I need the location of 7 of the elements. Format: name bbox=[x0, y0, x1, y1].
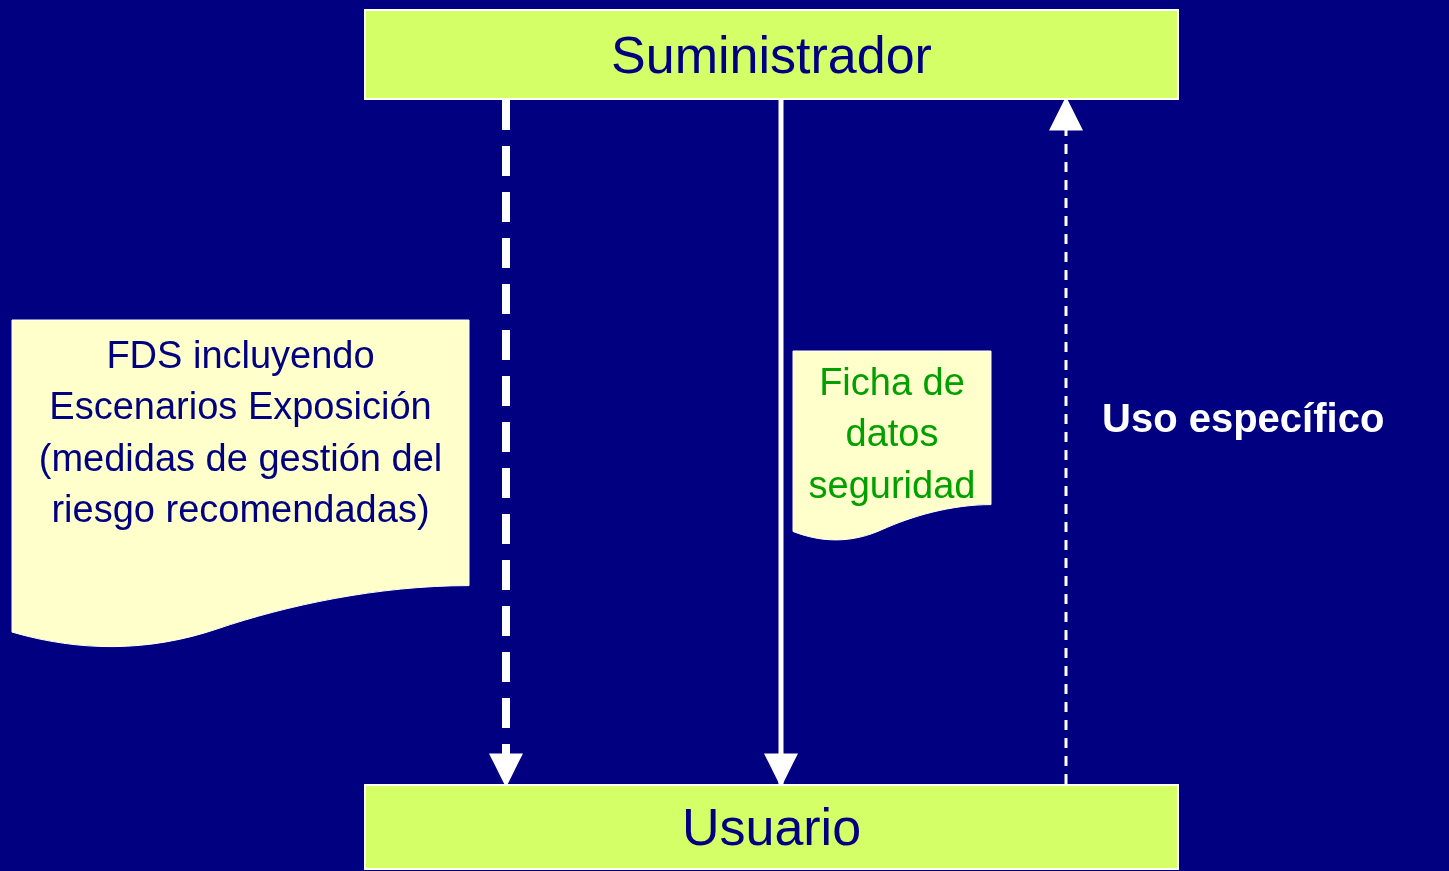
document-shape bbox=[793, 351, 991, 543]
entity-box bbox=[364, 784, 1179, 870]
document-text: FDS incluyendo Escenarios Exposición (medidas de gestión del riesgo recomendadas) bbox=[37, 333, 444, 532]
entity-label: Suministrador bbox=[611, 28, 932, 81]
entity-label: Usuario bbox=[681, 801, 862, 853]
entity-box bbox=[364, 9, 1179, 100]
document-text: Ficha de datos seguridad bbox=[807, 360, 977, 508]
